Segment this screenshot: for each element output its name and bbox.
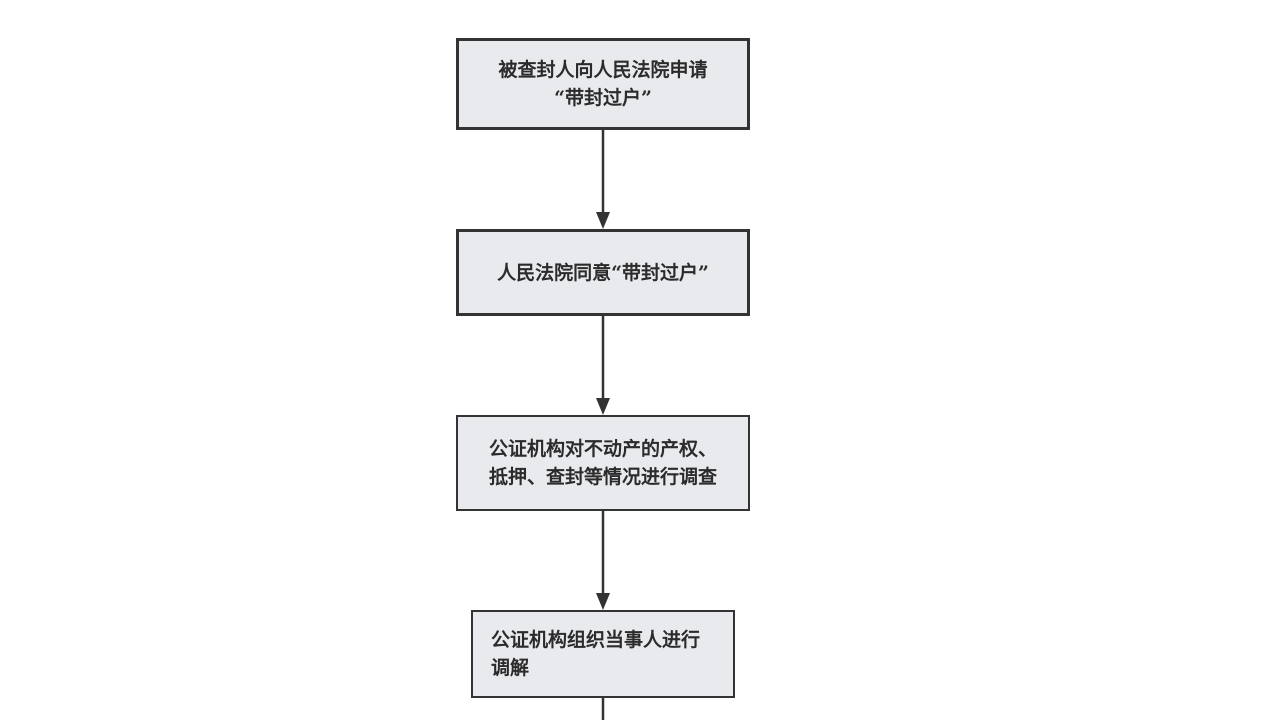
node-text-line: 被查封人向人民法院申请 [498, 59, 708, 81]
node-text-line: 人民法院同意“带封过户” [497, 261, 709, 284]
node-notary-investigates: 公证机构对不动产的产权、 抵押、查封等情况进行调查 [456, 415, 750, 511]
node-text-line: 公证机构对不动产的产权、 [488, 438, 717, 460]
arrowhead-icon [596, 212, 610, 229]
edge-investigate-to-mediate [596, 511, 610, 610]
node-text-line: “带封过户” [554, 87, 652, 109]
edge-apply-to-approve [596, 130, 610, 229]
node-text-line: 抵押、查封等情况进行调查 [488, 466, 717, 488]
node-apply-to-court: 被查封人向人民法院申请 “带封过户” [456, 38, 750, 130]
node-court-approves: 人民法院同意“带封过户” [456, 229, 750, 316]
node-text-line: 公证机构组织当事人进行 [491, 629, 701, 651]
arrowhead-icon [596, 593, 610, 610]
node-notary-mediates: 公证机构组织当事人进行 调解 [471, 610, 735, 698]
node-text-line: 调解 [491, 657, 530, 679]
edge-approve-to-investigate [596, 316, 610, 415]
arrowhead-icon [596, 398, 610, 415]
